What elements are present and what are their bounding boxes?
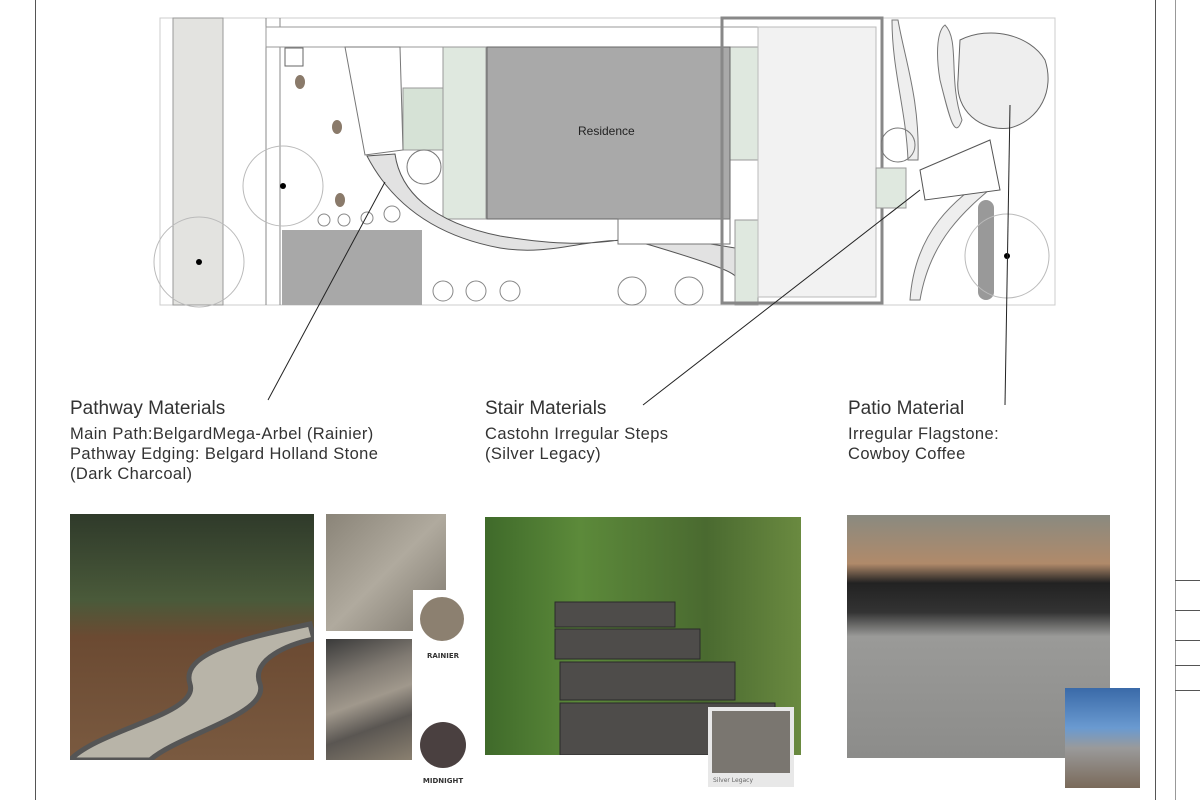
patio-line: Irregular Flagstone:: [848, 425, 1000, 443]
rainier-label: RAINIER: [426, 652, 460, 660]
title-block-line: [1175, 690, 1200, 691]
patio-material-title: Patio Material: [848, 398, 965, 419]
sheet-border-right: [1155, 0, 1156, 800]
holland-stone-photo: [326, 639, 412, 760]
title-block-line: [1175, 610, 1200, 611]
title-block-line: [1175, 665, 1200, 666]
silver-legacy-label: Silver Legacy: [713, 777, 754, 784]
stair-line: (Silver Legacy): [485, 445, 602, 463]
silver-legacy-swatch: [708, 707, 794, 787]
pathway-line: (Dark Charcoal): [70, 465, 193, 483]
pathway-materials-title: Pathway Materials: [70, 398, 226, 419]
site-plan: [153, 16, 1056, 406]
rainier-swatch: [413, 590, 471, 664]
stair-materials-title: Stair Materials: [485, 398, 607, 419]
title-block-line: [1175, 640, 1200, 641]
midnight-label: MIDNIGHT: [422, 777, 464, 785]
patio-material-text: Irregular Flagstone: Cowboy Coffee: [848, 424, 999, 464]
sheet-border-left: [35, 0, 36, 800]
title-block-border: [1175, 0, 1176, 800]
pathway-materials-text: Main Path:BelgardMega-Arbel (Rainier) Pa…: [70, 424, 450, 484]
flagstone-sample-photo: [1065, 688, 1140, 788]
residence-label: Residence: [578, 124, 635, 138]
pathway-line: Main Path:BelgardMega-Arbel (Rainier): [70, 425, 374, 443]
patio-line: Cowboy Coffee: [848, 445, 966, 463]
title-block-line: [1175, 580, 1200, 581]
midnight-swatch: [420, 722, 466, 768]
pathway-photo: [70, 514, 314, 760]
pathway-line: Pathway Edging: Belgard Holland Stone: [70, 445, 379, 463]
stair-materials-text: Castohn Irregular Steps (Silver Legacy): [485, 424, 668, 464]
stair-line: Castohn Irregular Steps: [485, 425, 669, 443]
